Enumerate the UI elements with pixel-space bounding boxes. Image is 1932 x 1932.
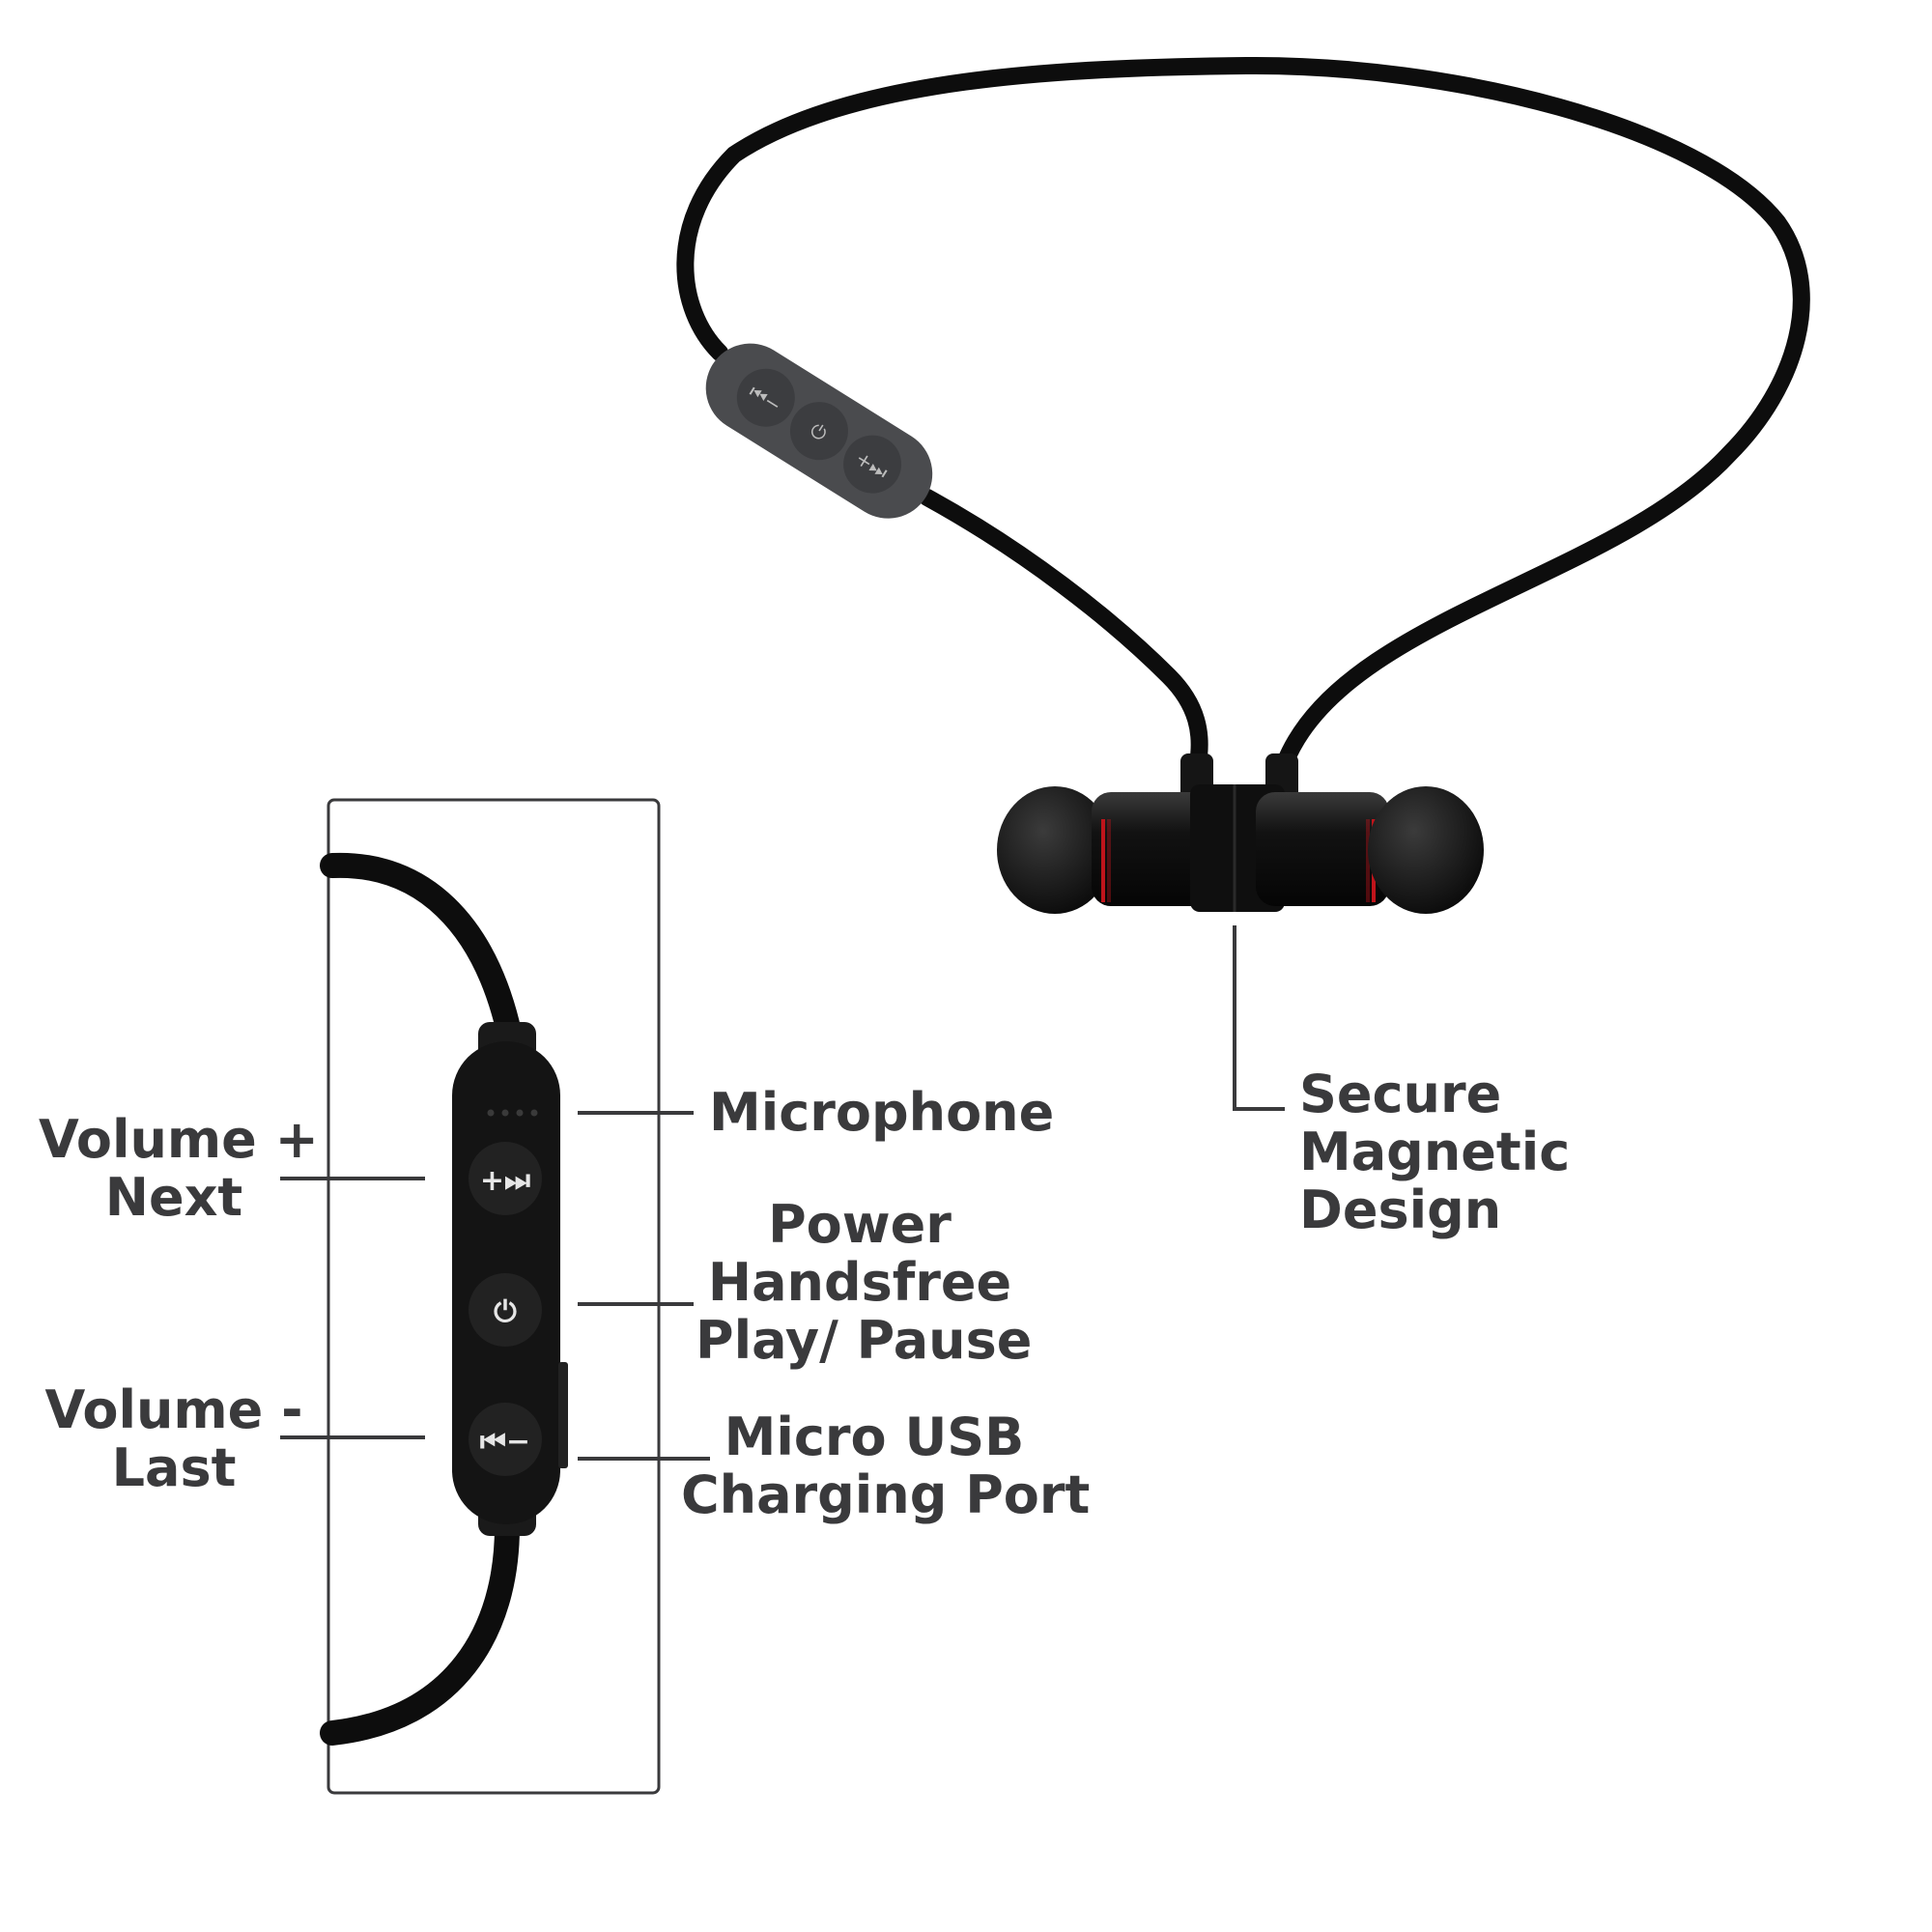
- svg-text:+⏭: +⏭: [480, 1164, 530, 1198]
- magnetic-label: Secure Magnetic Design: [1299, 1065, 1570, 1239]
- volume-down-button: [469, 1403, 542, 1476]
- microphone-holes: [487, 1109, 538, 1117]
- magnetic-leader-line: [1233, 925, 1285, 1111]
- remote-button-next: [843, 435, 902, 494]
- magnetic-line3: Design: [1299, 1179, 1502, 1240]
- detail-usb-flap: [558, 1362, 568, 1468]
- volume-minus-line2: Last: [111, 1437, 237, 1498]
- usb-line2: Charging Port: [681, 1464, 1091, 1525]
- magnetic-line1: Secure: [1299, 1064, 1502, 1124]
- power-line2: Handsfree: [707, 1252, 1012, 1313]
- svg-text:⏮−: ⏮−: [480, 1425, 530, 1459]
- detail-cable-bottom: [320, 1514, 520, 1746]
- power-label: Power Handsfree Play/ Pause: [696, 1194, 1033, 1371]
- left-ear-tip: [997, 786, 1113, 914]
- power-line1: Power: [768, 1194, 952, 1255]
- volume-plus-line1: Volume +: [39, 1109, 319, 1170]
- neckband-cable: [676, 56, 1810, 772]
- left-earbud-cable: [919, 489, 1208, 772]
- microphone-label: Microphone: [709, 1084, 1054, 1142]
- volume-minus-label: Volume - Last: [39, 1381, 309, 1497]
- volume-up-button: [469, 1142, 542, 1215]
- usb-label: Micro USB Charging Port: [681, 1406, 1091, 1525]
- power-button: [469, 1273, 542, 1347]
- right-earbud-barrel: [1256, 792, 1389, 906]
- remote-button-power: [789, 402, 848, 461]
- detail-cable-top: [320, 852, 520, 1037]
- magnetic-line2: Magnetic: [1299, 1122, 1571, 1182]
- volume-minus-line1: Volume -: [44, 1379, 303, 1440]
- usb-line1: Micro USB: [724, 1406, 1025, 1467]
- microphone-text: Microphone: [709, 1082, 1055, 1143]
- svg-text:⏻: ⏻: [494, 1295, 517, 1329]
- right-ear-tip: [1368, 786, 1484, 914]
- inline-remote: ⏮− ⏻ +⏭: [705, 343, 933, 519]
- volume-plus-line2: Next: [104, 1167, 243, 1228]
- power-line3: Play/ Pause: [696, 1310, 1033, 1371]
- volume-plus-label: Volume + Next: [39, 1109, 319, 1228]
- remote-button-previous: [736, 368, 795, 427]
